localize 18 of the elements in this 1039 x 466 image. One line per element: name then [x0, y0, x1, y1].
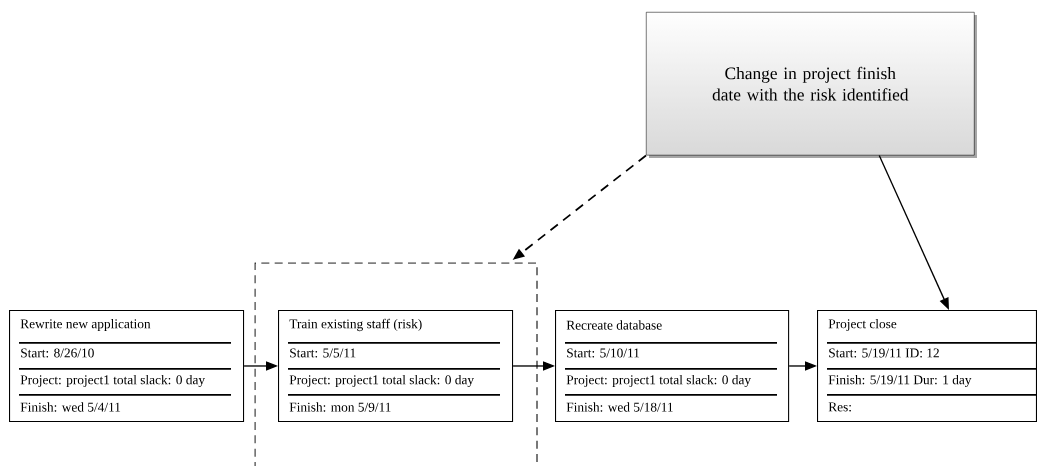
field-text: Finish: 5/19/11 Dur: 1 day [828, 374, 972, 388]
callout-box: Change in project finish date with the risk identified [646, 12, 975, 156]
field-text: Start: 5/10/11 [567, 348, 640, 358]
field-text: Start: 5/19/11 ID: 12 [829, 348, 939, 358]
field-text: Finish: wed 5/18/11 [566, 402, 673, 412]
task-title: Project close [828, 318, 897, 332]
field-text: Project: project1 total slack: 0 day [20, 374, 205, 388]
field-text: Project: project1 total slack: 0 day [566, 374, 751, 388]
field-text: Finish: mon 5/9/11 [289, 402, 391, 412]
task-title: Train existing staff (risk) [289, 318, 422, 332]
field-text: Res: [828, 402, 851, 412]
field-text: Start: 5/5/11 [290, 348, 356, 358]
dashed-frame [254, 262, 538, 466]
field-text: Start: 8/26/10 [21, 348, 94, 358]
task-title: Recreate database [566, 320, 662, 330]
field-text: Project: project1 total slack: 0 day [289, 374, 474, 388]
task-title: Rewrite new application [20, 318, 151, 332]
field-text: Finish: wed 5/4/11 [20, 402, 121, 412]
